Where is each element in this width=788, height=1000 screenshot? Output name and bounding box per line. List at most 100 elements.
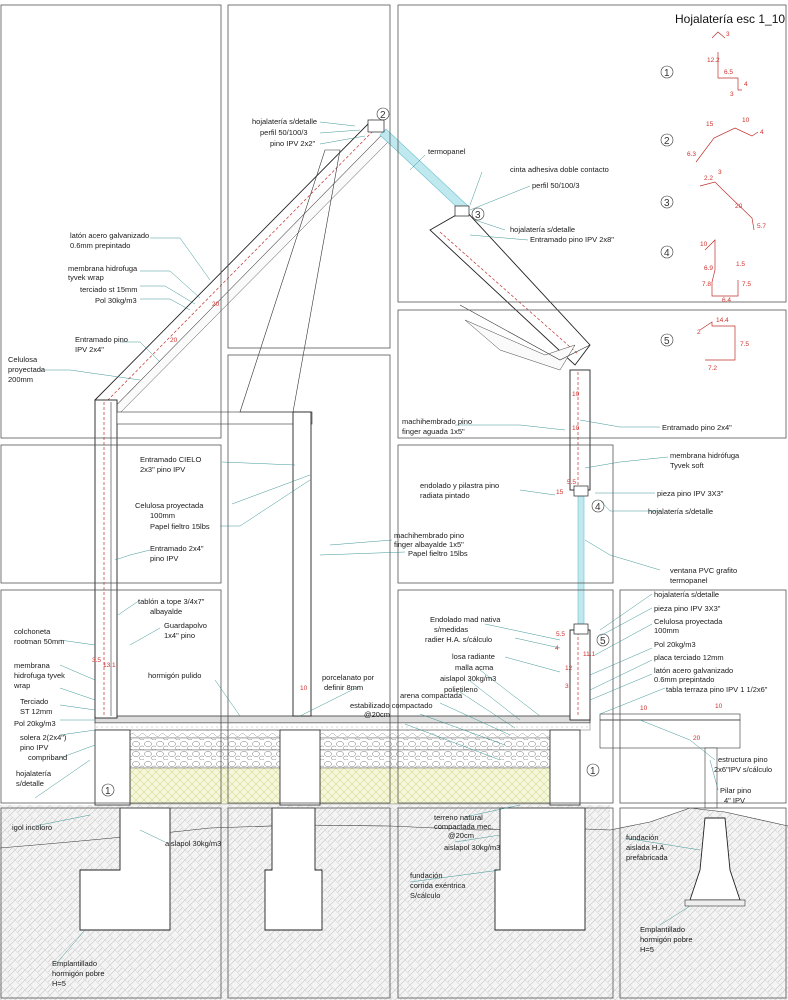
label-pol-30: Pol 30kg/m3 xyxy=(95,296,137,305)
dim-3d: 5.7 xyxy=(757,223,766,230)
dim-part-10: 10 xyxy=(300,685,308,692)
label-membrana-soft-2: Tyvek soft xyxy=(670,461,705,470)
annotation-leaders xyxy=(34,121,719,966)
dim-1e: 3 xyxy=(730,91,734,98)
label-terciado-15: terciado st 15mm xyxy=(80,285,138,294)
label-fundacion-ais-1: fundación xyxy=(626,833,659,842)
flashing-details xyxy=(695,31,759,361)
label-losa: losa radiante xyxy=(452,652,495,661)
label-entramado-2x8: Entramado pino IPV 2x8" xyxy=(530,235,614,244)
dim-1a: 12.2 xyxy=(707,57,720,64)
annotation-labels: hojalatería s/detalle perfil 50/100/3 pi… xyxy=(8,117,772,988)
label-machi-1: machihembrado pino xyxy=(402,417,472,426)
dim-wall-35: 3.5 xyxy=(92,657,101,664)
dim-1d: 4 xyxy=(744,81,748,88)
label-laton-r1: latón acero galvanizado xyxy=(654,666,733,675)
dim-3a: 2.2 xyxy=(704,175,713,182)
label-papel-1: Papel fieltro 15lbs xyxy=(150,522,210,531)
label-machi-2: finger aguada 1x5" xyxy=(402,427,465,436)
dim-roof-20: 20 xyxy=(212,301,220,308)
dim-4b: 6.9 xyxy=(704,265,713,272)
label-emplantillado-2: hormigón pobre xyxy=(52,969,105,978)
section-marker-5: 5 xyxy=(600,636,606,647)
dim-terr-20: 20 xyxy=(693,735,701,742)
label-porcelanato-1: porcelanato por xyxy=(322,673,375,682)
label-entramado-2x4-b2: pino IPV xyxy=(150,554,178,563)
dim-wall-131: 13.1 xyxy=(103,662,116,669)
label-ventana-1: ventana PVC grafito xyxy=(670,566,737,575)
dim-1c: 6.5 xyxy=(724,69,733,76)
section-dimensions: 20 20 10 10 5.5 15 5.5 4 3.5 13.1 11.1 1… xyxy=(92,301,723,742)
label-emplantillado-1: Emplantillado xyxy=(52,959,97,968)
dim-5c: 7.5 xyxy=(740,341,749,348)
section-marker-2: 2 xyxy=(380,110,386,121)
dim-5a: 14.4 xyxy=(716,317,729,324)
label-guardapolvo-2: 1x4" pino xyxy=(164,631,195,640)
label-entramado-2x4-1: Entramado pino xyxy=(75,335,128,344)
dim-win-15: 15 xyxy=(556,489,564,496)
label-terreno-1: terreno natural xyxy=(434,813,483,822)
label-membrana-1: membrana hidrofuga xyxy=(68,264,138,273)
label-fundacion-ais-2: aislada H.A xyxy=(626,843,664,852)
label-cinta: cinta adhesiva doble contacto xyxy=(510,165,609,174)
label-igol: igol incoloro xyxy=(12,823,52,832)
detail-marker-2: 2 xyxy=(664,136,670,147)
label-papel-2: Papel fieltro 15lbs xyxy=(408,549,468,558)
label-aislapol-b2: aislapol 30kg/m3 xyxy=(444,843,500,852)
label-endolado-nativa-1: Endolado mad nativa xyxy=(430,615,501,624)
section-marker-1-right: 1 xyxy=(590,766,596,777)
label-celulosa-r1: Celulosa proyectada xyxy=(654,617,723,626)
section-marker-4: 4 xyxy=(595,502,601,513)
label-estructura-1: estructura pino xyxy=(718,755,768,764)
sheet-title: Hojalatería esc 1_10 xyxy=(675,12,785,26)
dim-win-55b: 5.5 xyxy=(556,631,565,638)
label-pilar-1: Pilar pino xyxy=(720,786,751,795)
label-membrana-soft-1: membrana hidrófuga xyxy=(670,451,740,460)
label-hojalateria-4: hojalatería s/detalle xyxy=(648,507,713,516)
label-emplantillado-3: H=5 xyxy=(52,979,66,988)
label-perfil-mid: perfil 50/100/3 xyxy=(532,181,580,190)
detail-marker-5: 5 xyxy=(664,336,670,347)
label-hojalateria-3: hojalatería s/detalle xyxy=(510,225,575,234)
label-terreno-3: @20cm xyxy=(448,831,474,840)
label-termopanel: termopanel xyxy=(428,147,466,156)
label-laton-2: 0.6mm prepintado xyxy=(70,241,130,250)
label-entramado-pino-2x4: Entramado pino 2x4" xyxy=(662,423,732,432)
label-estabilizado-2: @20cm xyxy=(364,710,390,719)
label-aislapol-b1: aislapol 30kg/m3 xyxy=(165,839,221,848)
label-machi-b2: finger albayalde 1x5" xyxy=(394,540,464,549)
dim-2c: 6.3 xyxy=(687,151,696,158)
label-machi-b1: machihembrado pino xyxy=(394,531,464,540)
label-perfil-top: perfil 50/100/3 xyxy=(260,128,308,137)
label-compriband: compriband xyxy=(28,753,67,762)
label-endolado-1: endolado y pilastra pino xyxy=(420,481,499,490)
dim-wall-10b: 10 xyxy=(572,425,580,432)
label-placa-terciado: placa terciado 12mm xyxy=(654,653,724,662)
label-porcelanato-2: definir 8mm xyxy=(324,683,363,692)
dim-win-4: 4 xyxy=(555,645,559,652)
dim-4a: 10 xyxy=(700,241,708,248)
dim-terr-10b: 10 xyxy=(715,703,723,710)
label-pilar-2: 4" IPV xyxy=(724,796,745,805)
label-pol-20-r: Pol 20kg/m3 xyxy=(654,640,696,649)
label-estabilizado-1: estabilizado compactado xyxy=(350,701,433,710)
label-terciado-12-1: Terciado xyxy=(20,697,48,706)
label-arena: arena compactada xyxy=(400,691,463,700)
label-membrana-w2: hidrofuga tyvek xyxy=(14,671,65,680)
dim-roof-20b: 20 xyxy=(170,337,178,344)
dim-4c: 1.5 xyxy=(736,261,745,268)
label-pieza-3x3-r: pieza pino IPV 3X3" xyxy=(654,604,721,613)
label-solera-1: solera 2(2x4") xyxy=(20,733,67,742)
label-radier: radier H.A. s/cálculo xyxy=(425,635,492,644)
label-hojalateria-r5: hojalatería s/detalle xyxy=(654,590,719,599)
label-pino-2x2: pino IPV 2x2" xyxy=(270,139,316,148)
detail-marker-4: 4 xyxy=(664,248,670,259)
label-aislapol-30: aislapol 30kg/m3 xyxy=(440,674,496,683)
label-entramado-cielo-1: Entramado CIELO xyxy=(140,455,201,464)
label-celulosa-1: Celulosa xyxy=(8,355,38,364)
sheet-frames xyxy=(0,4,787,999)
dim-1b: 3 xyxy=(726,31,730,38)
dim-terr-10: 10 xyxy=(640,705,648,712)
section-marker-3: 3 xyxy=(475,210,481,221)
